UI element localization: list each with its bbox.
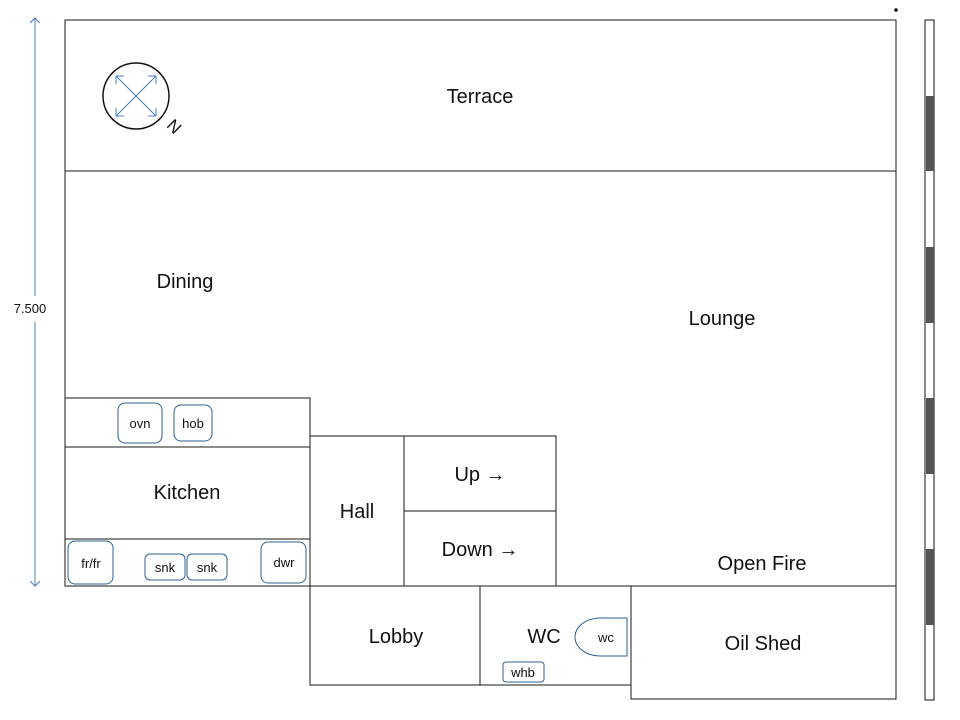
fixture-label-dishwasher: dwr (274, 555, 296, 570)
fixture-sink-1: snk (144, 553, 186, 581)
scale-bar (924, 19, 935, 701)
fixture-sink-2: snk (186, 553, 228, 581)
fixture-oven: ovn (117, 402, 163, 444)
terrace-outline (64, 19, 897, 172)
fixture-label-hob: hob (182, 416, 204, 431)
fixture-label-wash-basin: whb (510, 665, 535, 680)
oil-shed-outline (630, 585, 897, 700)
dimension-line: 7.500 (14, 18, 47, 586)
room-label-hall: Hall (340, 501, 374, 523)
room-label-wc: WC (527, 626, 560, 648)
room-label-terrace: Terrace (447, 86, 514, 108)
room-label-stairs-down: Down → (442, 539, 519, 561)
room-label-kitchen: Kitchen (154, 482, 221, 504)
north-label: N (163, 116, 185, 138)
fixture-dishwasher: dwr (260, 541, 307, 584)
fixture-label-oven: ovn (130, 416, 151, 431)
room-label-oil-shed: Oil Shed (725, 633, 802, 655)
room-label-dining: Dining (157, 271, 214, 293)
fixture-label-fridge-freezer: fr/fr (81, 556, 101, 571)
dimension-label: 7.500 (14, 301, 47, 316)
room-label-open-fire: Open Fire (718, 553, 807, 575)
fixture-fridge-freezer: fr/fr (67, 540, 114, 585)
walls (64, 19, 897, 700)
fixture-wash-basin: whb (502, 661, 545, 683)
main-house-outline (64, 171, 897, 587)
fixture-hob: hob (173, 404, 213, 442)
fixture-toilet: wc (574, 617, 628, 657)
fixture-label-sink-2: snk (197, 560, 218, 575)
room-label-stairs-up: Up → (454, 464, 505, 486)
compass: N (102, 62, 185, 138)
room-label-lobby: Lobby (369, 626, 424, 648)
fixture-label-sink-1: snk (155, 560, 176, 575)
fixture-label-toilet: wc (597, 630, 614, 645)
marker-dot (894, 8, 898, 12)
room-label-lounge: Lounge (689, 308, 756, 330)
